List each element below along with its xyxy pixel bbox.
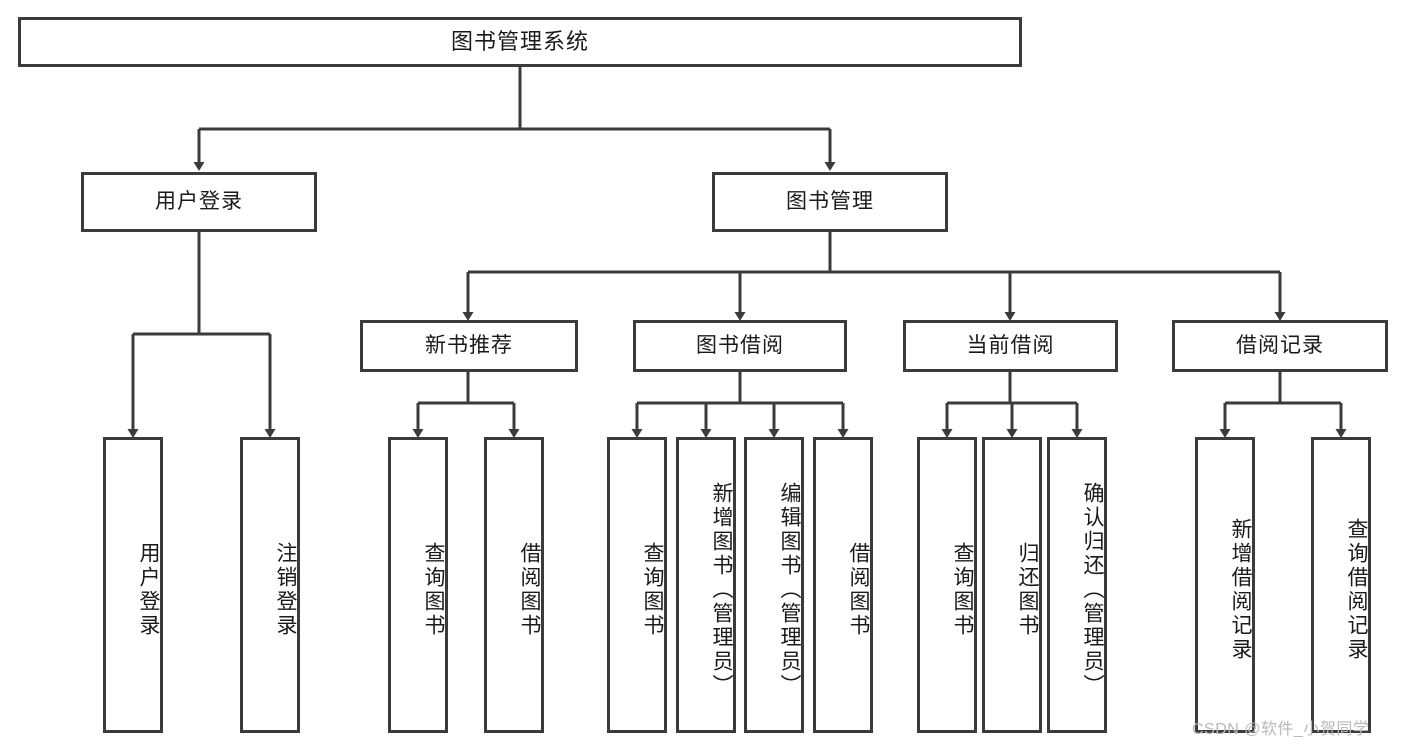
node-root-system[interactable]: 图书管理系统 [18, 17, 1022, 67]
node-book-management[interactable]: 图书管理 [712, 172, 948, 232]
leaf-new-book-query[interactable]: 查询图书 [388, 437, 448, 733]
leaf-borrow-borrow-book[interactable]: 借阅图书 [813, 437, 873, 733]
leaf-current-confirm-return-admin[interactable]: 确认归还（管理员） [1047, 437, 1107, 733]
leaf-user-login-signin[interactable]: 用户登录 [103, 437, 163, 733]
node-user-login[interactable]: 用户登录 [81, 172, 317, 232]
leaf-borrow-edit-book-admin[interactable]: 编辑图书（管理员） [744, 437, 804, 733]
node-new-book-recommend[interactable]: 新书推荐 [360, 320, 578, 372]
node-book-borrow[interactable]: 图书借阅 [633, 320, 847, 372]
leaf-record-query[interactable]: 查询借阅记录 [1311, 437, 1371, 733]
leaf-borrow-query-book[interactable]: 查询图书 [607, 437, 667, 733]
leaf-new-book-borrow[interactable]: 借阅图书 [484, 437, 544, 733]
leaf-record-add[interactable]: 新增借阅记录 [1195, 437, 1255, 733]
csdn-watermark: CSDN @软件_小贺同学 [1192, 721, 1370, 738]
leaf-user-login-signout[interactable]: 注销登录 [240, 437, 300, 733]
leaf-borrow-add-book-admin[interactable]: 新增图书（管理员） [676, 437, 736, 733]
leaf-current-query-book[interactable]: 查询图书 [917, 437, 977, 733]
node-current-borrow[interactable]: 当前借阅 [903, 320, 1118, 372]
node-borrow-record[interactable]: 借阅记录 [1172, 320, 1388, 372]
leaf-current-return-book[interactable]: 归还图书 [982, 437, 1042, 733]
